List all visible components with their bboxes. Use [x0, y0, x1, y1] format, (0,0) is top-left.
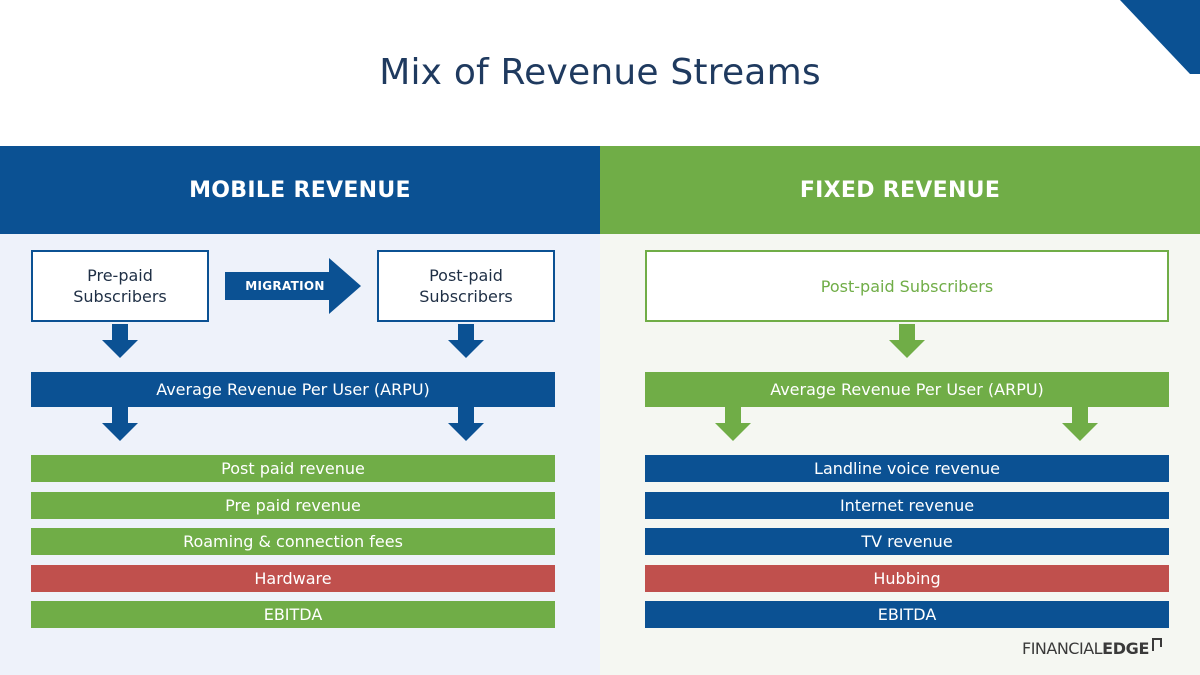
revenue-stream-bar: EBITDA — [645, 601, 1169, 628]
revenue-stream-bar: Pre paid revenue — [31, 491, 555, 519]
down-arrow-icon — [448, 407, 484, 441]
mobile-revenue-streams: Post paid revenue Pre paid revenue Roami… — [31, 455, 555, 638]
revenue-stream-bar: Internet revenue — [645, 491, 1169, 519]
postpaid-subscribers-box: Post-paid Subscribers — [377, 250, 555, 322]
migration-arrow-icon — [225, 258, 361, 314]
down-arrow-icon — [102, 324, 138, 358]
migration-arrow: MIGRATION — [225, 258, 361, 314]
logo-mark-icon — [1152, 638, 1163, 651]
mobile-revenue-header: MOBILE REVENUE — [0, 146, 600, 234]
postpaid-subscribers-label: Post-paid Subscribers — [419, 266, 513, 306]
page-title: Mix of Revenue Streams — [379, 52, 821, 93]
fixed-postpaid-subscribers-box: Post-paid Subscribers — [645, 250, 1169, 322]
logo-text-financial: FINANCIAL — [1022, 638, 1103, 658]
logo-text-edge: EDGE — [1102, 638, 1150, 658]
fixed-revenue-streams: Landline voice revenue Internet revenue … — [645, 455, 1169, 638]
prepaid-subscribers-label: Pre-paid Subscribers — [73, 266, 167, 306]
down-arrow-icon — [715, 407, 751, 441]
revenue-stream-bar: Post paid revenue — [31, 455, 555, 482]
down-arrow-icon — [1062, 407, 1098, 441]
down-arrow-icon — [448, 324, 484, 358]
revenue-stream-bar: Hardware — [31, 564, 555, 592]
revenue-stream-bar: TV revenue — [645, 528, 1169, 555]
migration-label: MIGRATION — [245, 279, 325, 293]
fixed-arpu-bar: Average Revenue Per User (ARPU) — [645, 372, 1169, 407]
mobile-revenue-panel: MOBILE REVENUE Pre-paid Subscribers MIGR… — [0, 146, 600, 675]
corner-accent — [1120, 0, 1200, 74]
down-arrow-icon — [102, 407, 138, 441]
mobile-arpu-bar: Average Revenue Per User (ARPU) — [31, 372, 555, 407]
revenue-stream-bar: EBITDA — [31, 601, 555, 628]
prepaid-subscribers-box: Pre-paid Subscribers — [31, 250, 209, 322]
fixed-revenue-panel: FIXED REVENUE Post-paid Subscribers Aver… — [600, 146, 1200, 675]
fixed-postpaid-subscribers-label: Post-paid Subscribers — [820, 276, 994, 296]
down-arrow-icon — [889, 324, 925, 358]
revenue-stream-bar: Roaming & connection fees — [31, 528, 555, 555]
revenue-stream-bar: Hubbing — [645, 564, 1169, 592]
revenue-stream-bar: Landline voice revenue — [645, 455, 1169, 482]
fixed-revenue-header: FIXED REVENUE — [600, 146, 1200, 234]
